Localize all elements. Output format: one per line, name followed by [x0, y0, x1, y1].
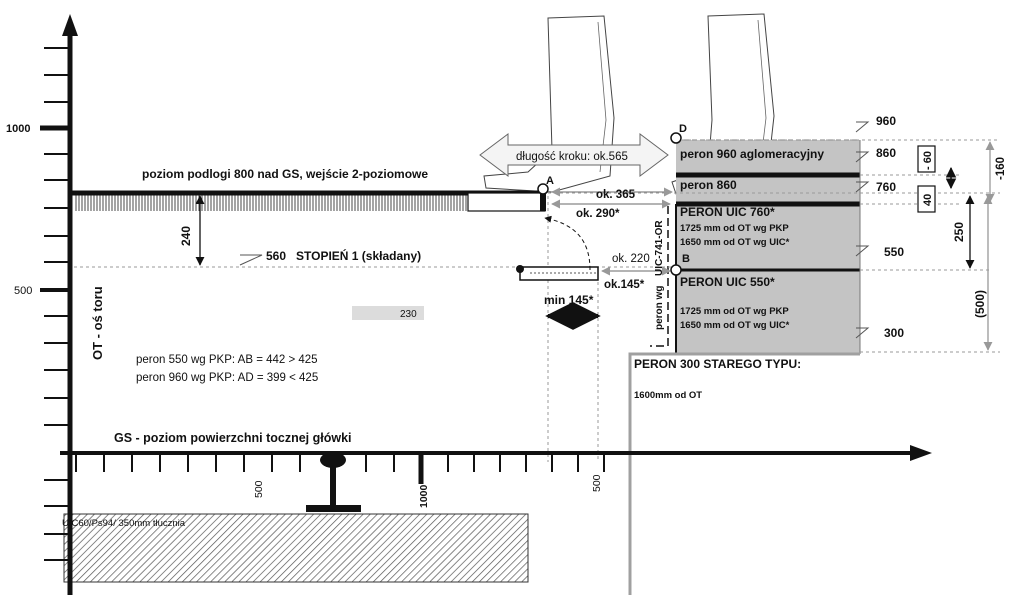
x-axis — [60, 445, 932, 484]
x-tick-1000-label: 1000 — [418, 484, 430, 508]
dim-ok220-label: ok. 220 — [612, 253, 650, 265]
step-level-label: 560 — [266, 249, 286, 263]
level-860-label: 860 — [876, 146, 896, 160]
x-tick-500-left-label: 500 — [253, 480, 265, 498]
dim-160-label: -160 — [995, 157, 1007, 180]
point-b-label: B — [682, 253, 690, 265]
dim-500-label: (500) — [973, 290, 987, 318]
level-960-label: 960 — [876, 114, 896, 128]
gauge-outline — [650, 206, 669, 347]
y-tick-1000-label: 1000 — [6, 123, 30, 135]
calc-line-2: peron 960 wg PKP: AD = 399 < 425 — [136, 372, 318, 384]
platform-860-label: peron 860 — [680, 178, 737, 192]
ballast-bed-label: UIC60/Ps94/ 350mm tłucznia — [62, 518, 186, 529]
platform-760-label: PERON UIC 760* — [680, 205, 775, 219]
platform-960-label: peron 960 aglomeracyjny — [680, 147, 824, 161]
platform-550-uic: 1650 mm od OT wg UIC* — [680, 320, 790, 331]
box-40-label: 40 — [922, 194, 934, 206]
dim-240-label: 240 — [179, 226, 193, 246]
floor-level — [68, 190, 546, 212]
platform-550-label: PERON UIC 550* — [680, 275, 775, 289]
box-60 — [917, 145, 936, 173]
dim-230-bar — [352, 306, 424, 320]
y-axis — [40, 14, 78, 595]
platform-300-dist: 1600mm od OT — [634, 390, 702, 401]
point-b-marker — [670, 264, 682, 276]
y-tick-500-label: 500 — [14, 285, 32, 297]
dim-ok365-label: ok. 365 — [596, 189, 636, 201]
box-60-label: - 60 — [922, 151, 934, 170]
dim-230-label: 230 — [400, 309, 417, 320]
gauge-peron-label: peron wg — [654, 286, 665, 330]
gauge-uic-label: UIC-741-OR — [654, 220, 665, 276]
platform-760-pkp: 1725 mm od OT wg PKP — [680, 223, 789, 234]
x-axis-title: GS - poziom powierzchni tocznej główki — [114, 431, 352, 445]
platform-block — [675, 139, 861, 354]
level-300-label: 300 — [884, 326, 904, 340]
step-label: STOPIEŃ 1 (składany) — [296, 248, 421, 263]
platform-550-pkp: 1725 mm od OT wg PKP — [680, 306, 789, 317]
level-760-label: 760 — [876, 180, 896, 194]
platform-760-uic: 1650 mm od OT wg UIC* — [680, 237, 790, 248]
old-platform-outline — [628, 352, 860, 595]
y-axis-title: OT - oś toru — [90, 286, 105, 360]
point-a-marker — [537, 183, 549, 195]
level-550-label: 550 — [884, 245, 904, 259]
stride-arrow — [479, 133, 669, 177]
x-tick-500-right-label: 500 — [591, 474, 603, 492]
folding-step — [516, 265, 599, 281]
platform-300-label: PERON 300 STAREGO TYPU: — [634, 357, 801, 371]
level-markers — [239, 121, 870, 339]
point-a-label: A — [546, 175, 554, 187]
rail-profile-icon — [306, 452, 361, 512]
stride-label: długość kroku: ok.565 — [516, 151, 628, 163]
ballast-bed — [63, 513, 529, 583]
floor-level-label: poziom podlogi 800 nad GS, wejście 2-poz… — [142, 167, 428, 181]
calc-line-1: peron 550 wg PKP: AB = 442 > 425 — [136, 354, 318, 366]
box-40 — [917, 185, 936, 213]
min-145-label: min 145* — [544, 293, 594, 307]
dim-ok145-label: ok.145* — [604, 279, 645, 291]
step-swing-arc — [544, 215, 591, 271]
dim-ok290-label: ok. 290* — [576, 208, 620, 220]
dim-250-label: 250 — [952, 222, 966, 242]
point-d-marker — [670, 132, 682, 144]
point-d-label: D — [679, 123, 687, 135]
